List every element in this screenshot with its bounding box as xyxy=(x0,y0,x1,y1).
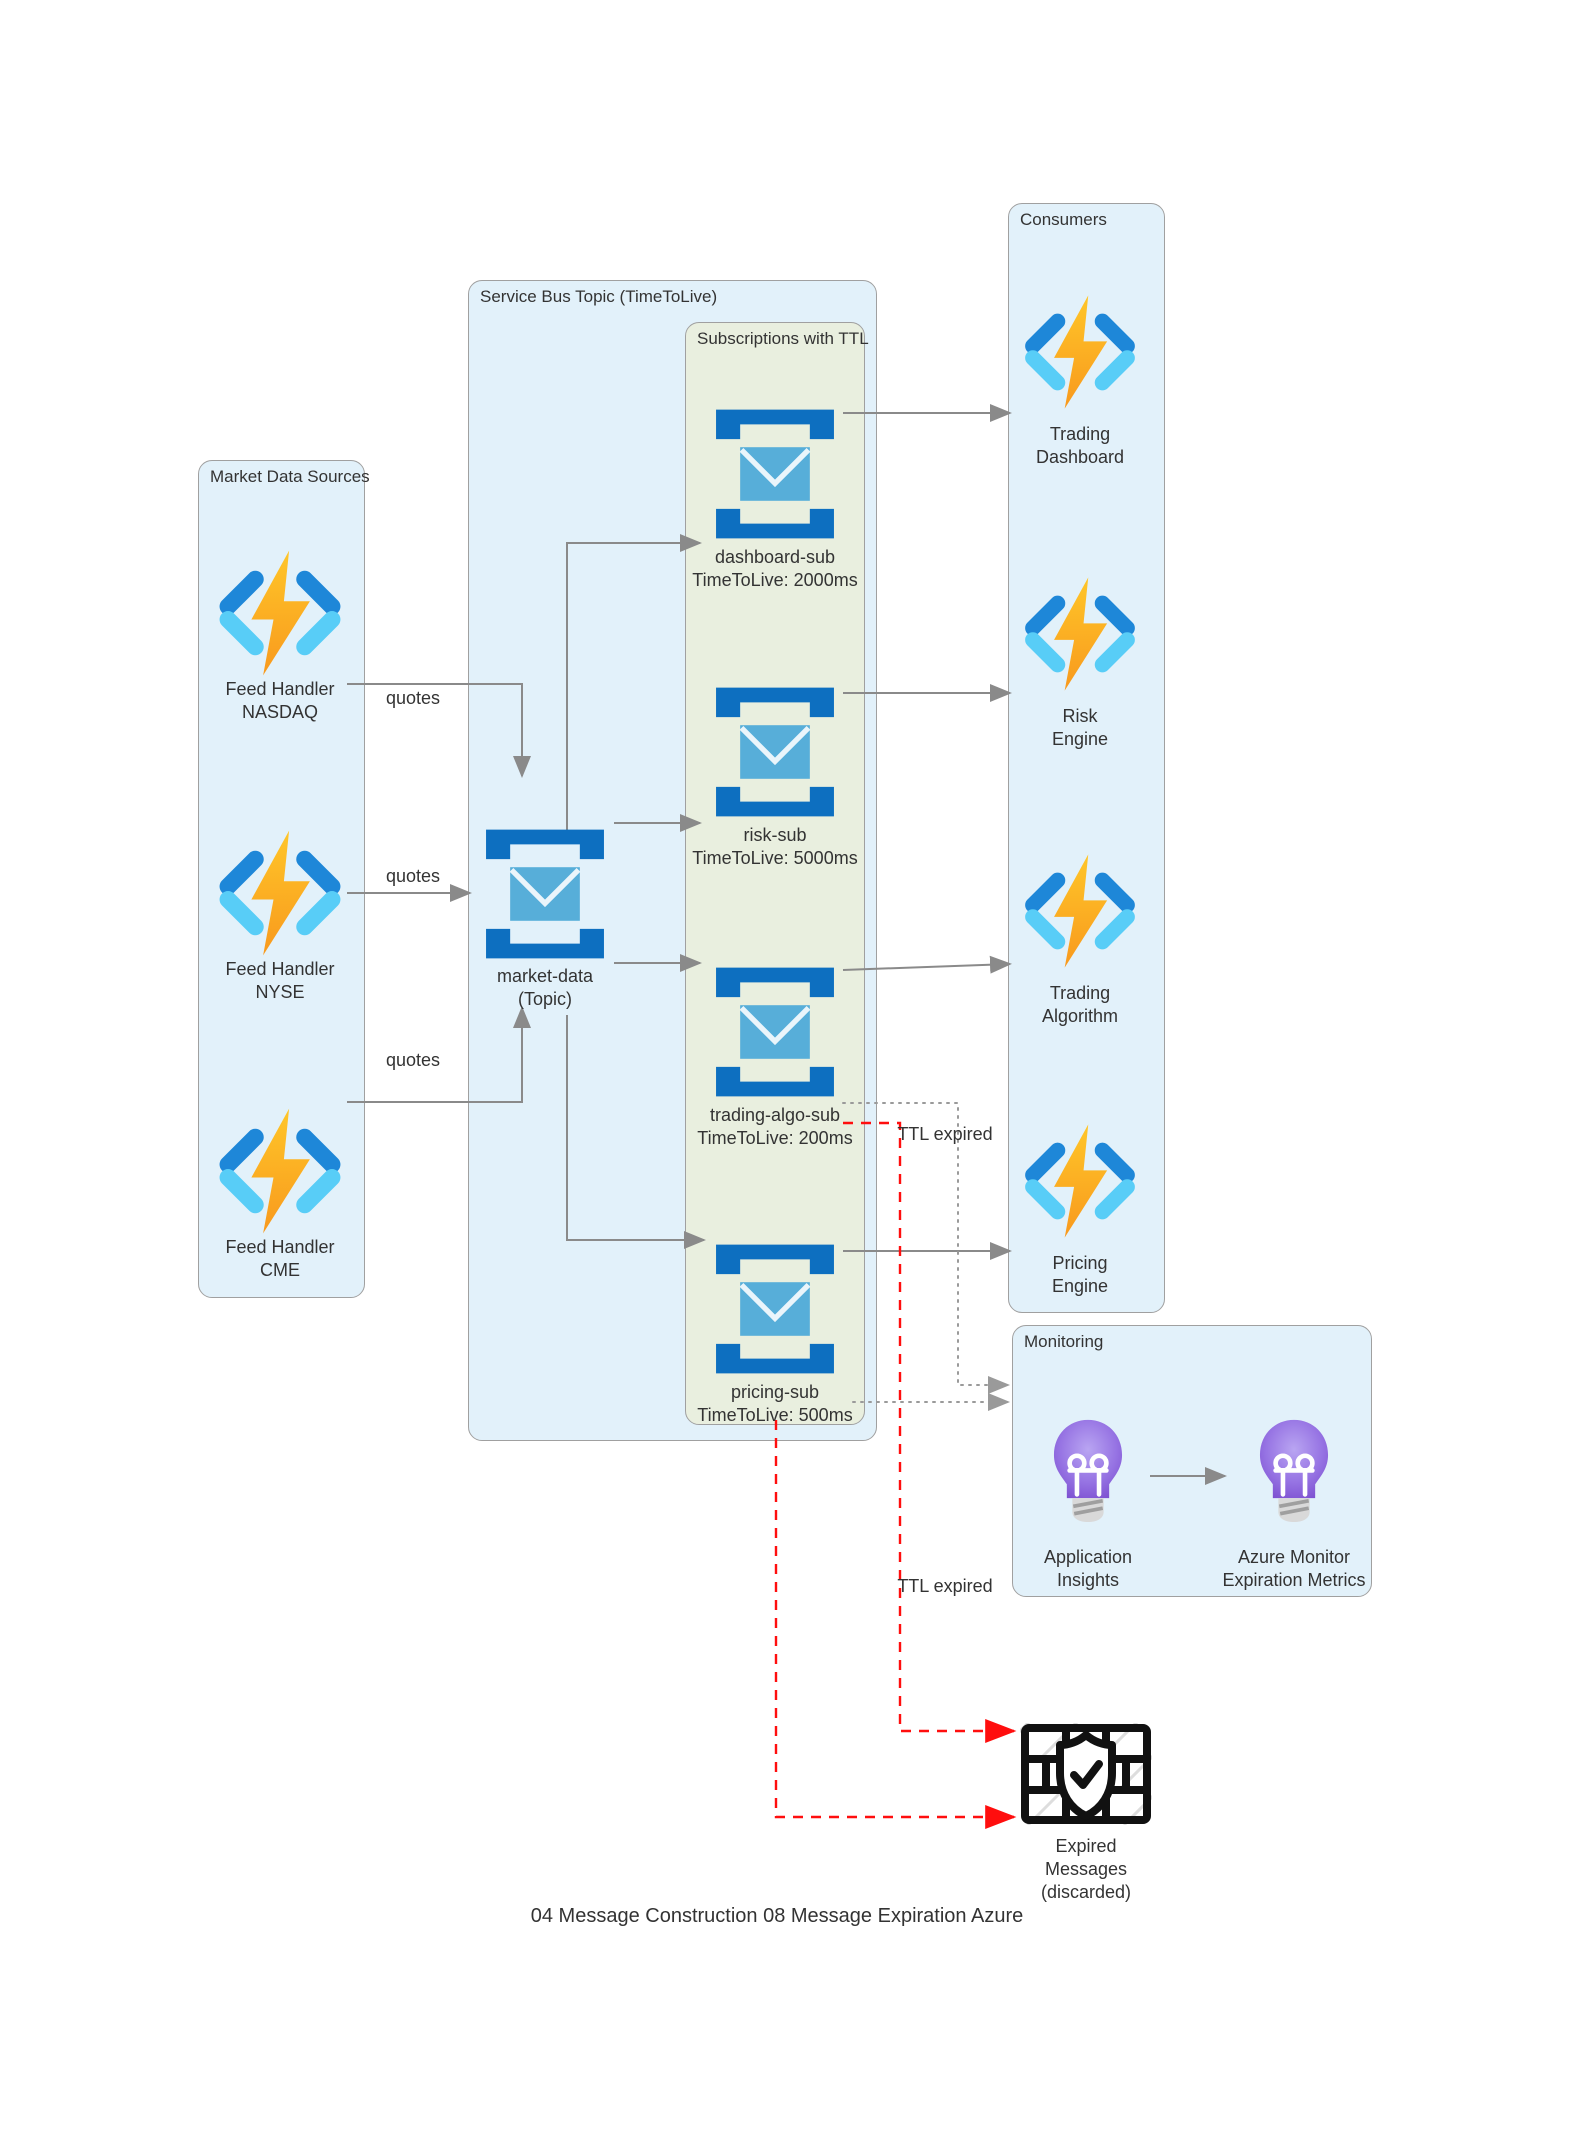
service-bus-subscription-icon xyxy=(708,963,842,1101)
edge-label-quotes-nyse: quotes xyxy=(385,866,441,886)
service-bus-subscription-icon xyxy=(708,1240,842,1378)
edge-pricing-sub-ttl-expired xyxy=(774,1420,1017,1829)
azure-monitor-icon xyxy=(1248,1410,1340,1542)
node-market-data-topic: market-data(Topic) xyxy=(477,827,613,1009)
azure-function-icon xyxy=(1018,852,1142,970)
group-label: Subscriptions with TTL xyxy=(697,329,869,348)
group-subscriptions-with-ttl: Subscriptions with TTL xyxy=(685,322,869,1425)
azure-function-icon xyxy=(215,828,345,958)
app-insights-icon xyxy=(1042,1410,1134,1542)
azure-function-icon xyxy=(215,1106,345,1236)
group-label: Consumers xyxy=(1020,210,1107,229)
azure-function-icon xyxy=(1018,293,1142,411)
node-label: market-data(Topic) xyxy=(496,966,594,1009)
edge-label-quotes-cme: quotes xyxy=(385,1050,441,1070)
service-bus-topic-icon xyxy=(477,827,613,961)
edge-label-ttl-expired-2: TTL expired xyxy=(897,1576,993,1596)
group-label: Market Data Sources xyxy=(210,467,370,486)
edge-label-quotes-nasdaq: quotes xyxy=(385,688,441,708)
group-label: Monitoring xyxy=(1024,1332,1104,1351)
expired-messages-icon xyxy=(1020,1723,1152,1825)
azure-function-icon xyxy=(215,548,345,678)
azure-function-icon xyxy=(1018,575,1142,693)
diagram-caption: 04 Message Construction 08 Message Expir… xyxy=(530,1905,1024,1927)
edge-label-ttl-expired-1: TTL expired xyxy=(897,1124,993,1144)
service-bus-subscription-icon xyxy=(708,405,842,543)
group-label: Service Bus Topic (TimeToLive) xyxy=(480,287,718,306)
azure-function-icon xyxy=(1018,1122,1142,1240)
service-bus-subscription-icon xyxy=(708,683,842,821)
